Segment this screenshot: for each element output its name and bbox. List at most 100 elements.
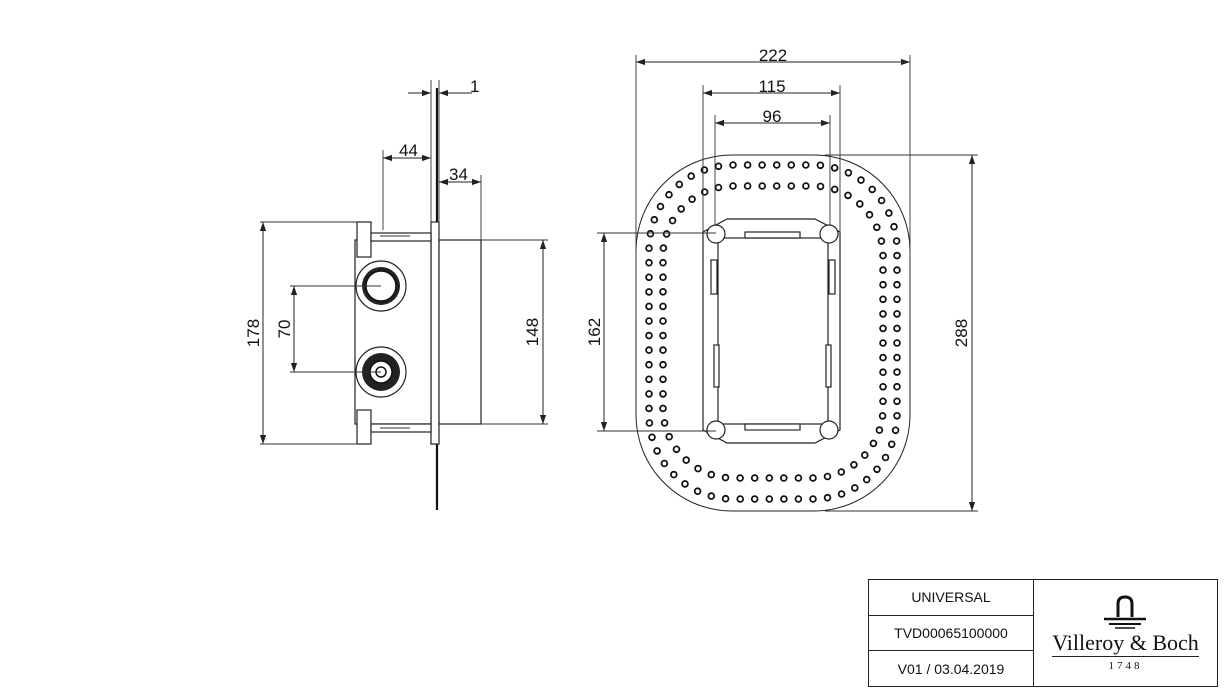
fixing-hole	[659, 346, 667, 354]
dim-side-70: 70	[275, 320, 294, 339]
fixing-hole	[844, 169, 853, 177]
fixing-hole	[862, 475, 871, 484]
bottom-tab	[356, 409, 372, 445]
fixing-hole	[881, 453, 890, 462]
fixing-hole	[837, 468, 846, 476]
fixing-hole	[787, 182, 796, 190]
fixing-hole	[823, 472, 832, 481]
fixing-hole	[659, 287, 667, 296]
fixing-hole	[707, 470, 716, 479]
fixing-hole	[694, 464, 702, 473]
fixing-hole	[729, 182, 737, 190]
fixing-hole	[659, 273, 667, 282]
fixing-hole	[878, 412, 887, 420]
top-rail	[370, 232, 432, 242]
fixing-hole	[645, 244, 653, 253]
cover-plate	[635, 154, 911, 512]
fixing-hole	[645, 331, 653, 340]
fixing-hole	[891, 426, 900, 435]
fixing-hole	[879, 310, 887, 318]
fixing-hole	[645, 390, 653, 398]
fixing-hole	[879, 266, 887, 274]
fixing-hole	[893, 324, 901, 333]
fixing-hole	[672, 445, 681, 454]
fixing-hole	[669, 470, 678, 479]
fixing-hole	[885, 209, 893, 217]
fixing-hole	[659, 390, 667, 398]
fixing-hole	[893, 382, 901, 391]
faucet-icon	[1104, 594, 1147, 629]
fixing-hole	[892, 237, 901, 245]
fixing-hole	[887, 440, 896, 449]
fixing-hole	[645, 273, 653, 282]
fixing-hole	[893, 411, 901, 420]
fixing-hole	[855, 200, 864, 208]
fixing-hole	[659, 244, 668, 252]
product-name: UNIVERSAL	[911, 589, 991, 606]
fixing-hole	[721, 494, 730, 503]
fixing-hole	[659, 317, 667, 325]
fixing-hole	[645, 346, 653, 354]
fixing-hole	[743, 182, 752, 190]
dim-front-96: 96	[763, 107, 782, 126]
drawing-number: TVD00065100000	[869, 614, 1033, 651]
fixing-hole	[645, 360, 653, 369]
fixing-hole	[645, 288, 653, 296]
fixing-hole	[675, 180, 684, 189]
fixing-hole	[656, 202, 665, 211]
fixing-hole	[779, 474, 788, 482]
fixing-hole	[687, 172, 695, 180]
fixing-hole	[872, 223, 881, 232]
fixing-hole	[877, 237, 886, 245]
fixing-hole	[879, 295, 887, 304]
fixing-hole	[668, 216, 677, 225]
fixing-hole	[816, 161, 825, 170]
fixing-hole	[750, 474, 759, 482]
fixing-hole	[893, 280, 901, 289]
fixing-hole	[809, 474, 817, 482]
fixing-hole	[830, 185, 839, 194]
fixing-hole	[850, 460, 858, 469]
fixing-hole	[893, 251, 901, 260]
dim-front-162: 162	[585, 318, 604, 346]
fixing-hole	[873, 465, 881, 474]
fixing-hole	[893, 266, 901, 274]
fixing-hole	[736, 474, 744, 482]
fixing-hole	[645, 258, 653, 267]
fixing-hole	[869, 439, 878, 448]
fixing-hole	[645, 317, 653, 325]
top-tab	[356, 221, 372, 258]
fixing-hole	[893, 368, 901, 376]
fixing-hole	[875, 426, 884, 434]
brand-name: Villeroy & Boch	[1052, 629, 1199, 657]
fixing-hole	[645, 404, 653, 413]
fixing-hole	[893, 339, 901, 347]
dim-front-288: 288	[952, 319, 971, 347]
fixing-hole	[645, 375, 653, 384]
fixing-hole	[758, 182, 766, 190]
fixing-hole	[714, 183, 723, 192]
rear-housing	[438, 239, 482, 425]
fixing-hole	[659, 360, 667, 369]
dim-side-34: 34	[449, 165, 468, 184]
fixing-hole	[714, 162, 723, 171]
fixing-hole	[693, 487, 702, 496]
fixing-hole	[646, 229, 655, 238]
fixing-hole	[879, 280, 887, 289]
revision-date: V01 / 03.04.2019	[869, 650, 1033, 686]
fixing-hole	[801, 161, 810, 169]
dim-front-115: 115	[758, 77, 785, 96]
dim-side-1: 1	[470, 77, 479, 96]
fixing-hole	[659, 258, 667, 267]
fixing-hole	[700, 166, 709, 174]
dim-side-148: 148	[523, 318, 542, 346]
fixing-hole	[681, 480, 689, 488]
fixing-hole	[879, 368, 887, 377]
fixing-hole	[659, 404, 667, 413]
fixing-hole	[879, 339, 887, 347]
fixing-hole	[677, 205, 685, 213]
fixing-hole	[890, 222, 898, 231]
fixing-hole	[743, 161, 752, 169]
fixing-hole	[860, 451, 869, 459]
